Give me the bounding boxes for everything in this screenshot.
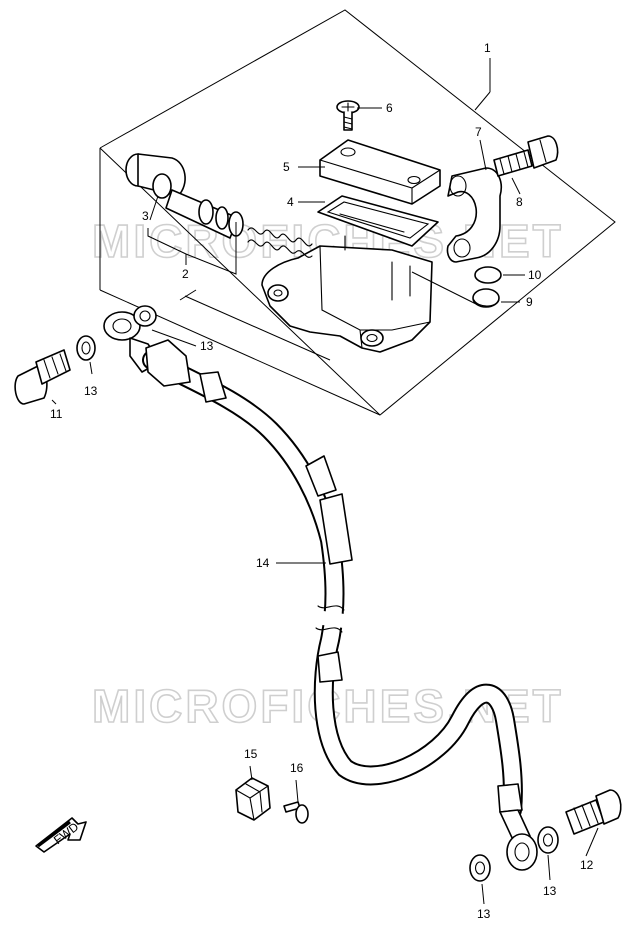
- callout-13-lower-left: 13: [477, 907, 491, 921]
- diaphragm-plate: [317, 195, 439, 247]
- clamp-screw: [283, 801, 309, 824]
- callout-10: 10: [528, 268, 542, 282]
- crush-washer-upper: [133, 305, 157, 327]
- callout-6: 6: [386, 101, 393, 115]
- callout-14: 14: [256, 556, 270, 570]
- callout-1: 1: [484, 41, 491, 55]
- callout-7: 7: [475, 125, 482, 139]
- reservoir-cap: [319, 139, 441, 205]
- master-cylinder-body: [261, 235, 433, 353]
- union-bolt-upper: [14, 349, 71, 405]
- clamp-bolt: [493, 135, 559, 177]
- hose-clamp: [235, 777, 271, 821]
- o-ring: [474, 266, 502, 284]
- callout-8: 8: [516, 195, 523, 209]
- callout-13-upper: 13: [200, 339, 214, 353]
- rubber-cap: [472, 288, 500, 308]
- crush-washer-lower-right: [537, 826, 559, 854]
- leader-lines: [51, 58, 599, 905]
- callout-5: 5: [283, 160, 290, 174]
- callout-16: 16: [290, 761, 304, 775]
- cap-screw: [336, 100, 360, 131]
- crush-washer-lower-left: [469, 854, 491, 882]
- crush-washer-upper-left: [76, 335, 96, 361]
- callout-3: 3: [142, 209, 149, 223]
- callout-12: 12: [580, 858, 594, 872]
- forward-arrow-icon: FWD: [35, 817, 87, 853]
- callout-11: 11: [50, 407, 63, 421]
- piston-assembly: [125, 153, 313, 258]
- callout-2: 2: [182, 267, 189, 281]
- lower-banjo-fitting: [499, 809, 538, 871]
- brake-hose: [142, 339, 523, 820]
- callout-4: 4: [287, 195, 294, 209]
- callout-15: 15: [244, 747, 258, 761]
- handlebar-clamp: [446, 167, 502, 263]
- callout-13-upper-left: 13: [84, 384, 98, 398]
- union-bolt-lower: [565, 789, 622, 835]
- callout-9: 9: [526, 295, 533, 309]
- callout-13-lower-right: 13: [543, 884, 557, 898]
